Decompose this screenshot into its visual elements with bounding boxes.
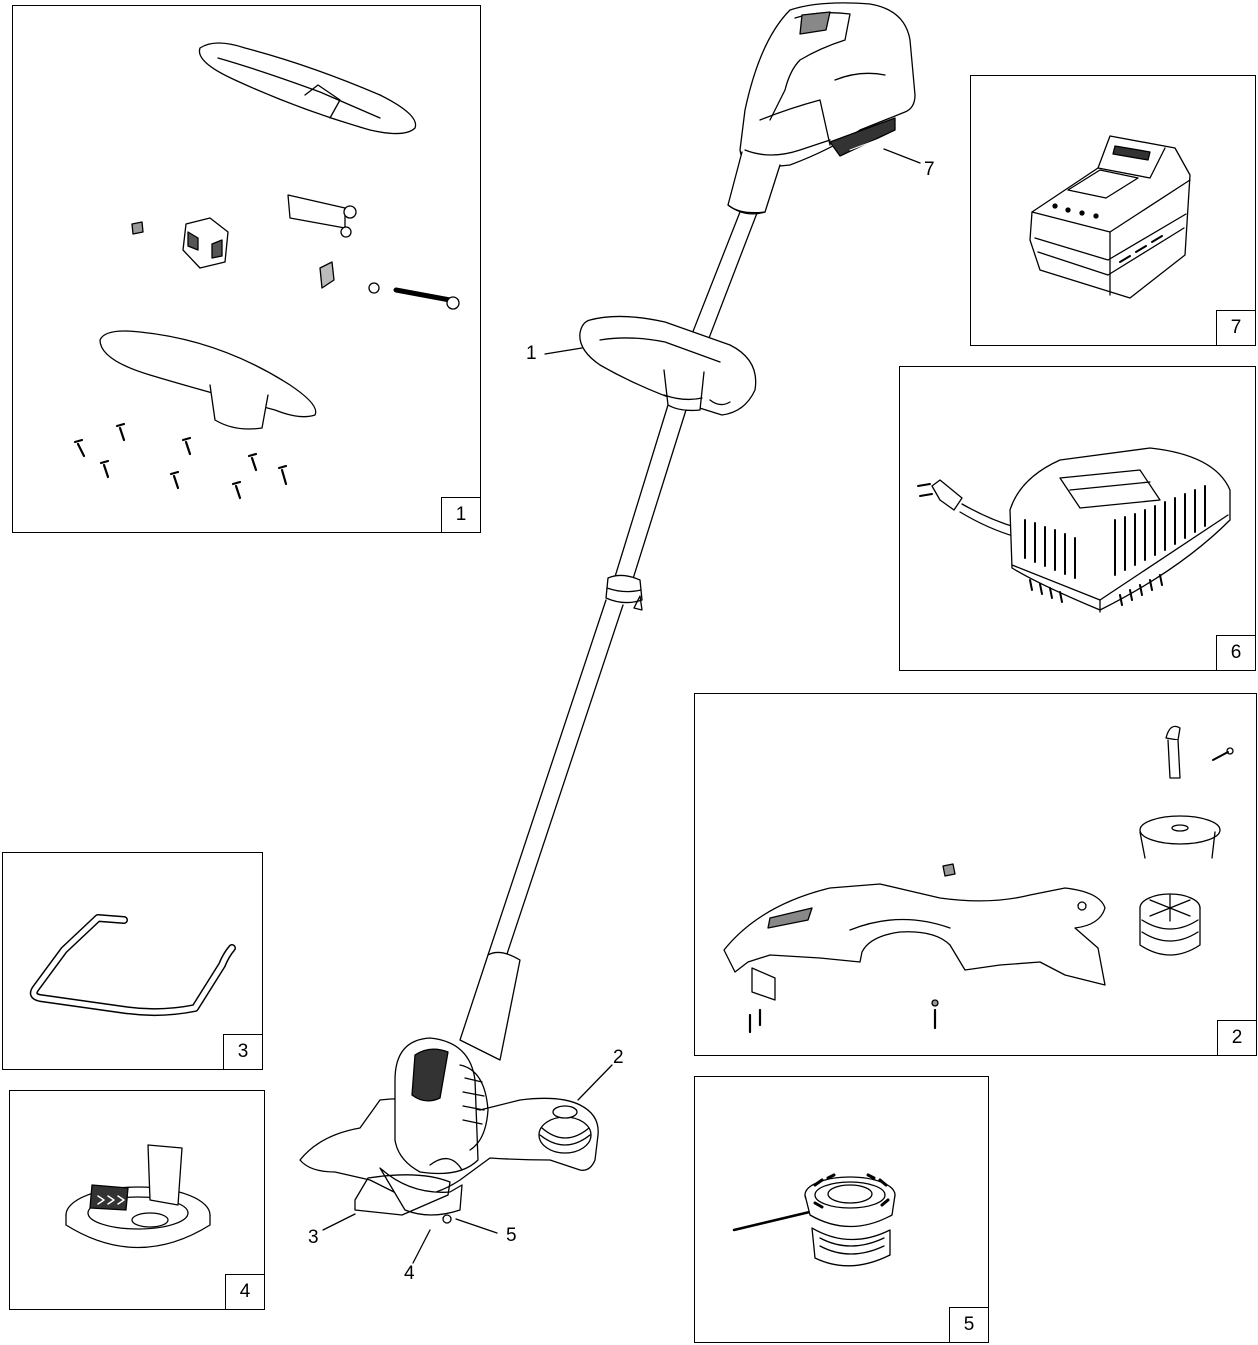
callout-3-edge-guide: 3 <box>308 1227 319 1248</box>
panel-3-number: 3 <box>223 1034 263 1070</box>
panel-1-number: 1 <box>441 497 481 533</box>
panel-2-number: 2 <box>1217 1020 1257 1056</box>
panel-5-spool: 5 <box>694 1076 989 1343</box>
panel-7-battery: 7 <box>970 75 1256 346</box>
panel-4-spool-cover-illustration <box>65 1144 211 1249</box>
panel-2-guard: 2 <box>694 693 1257 1056</box>
panel-3-edge-guide: 3 <box>2 852 263 1070</box>
panel-2-guard-illustration <box>723 725 1234 1034</box>
panel-5-number: 5 <box>949 1307 989 1343</box>
panel-4-number: 4 <box>225 1274 265 1310</box>
panel-4-spool-cover: 4 <box>9 1090 265 1310</box>
callout-2-guard: 2 <box>613 1047 624 1068</box>
callout-1-front-handle: 1 <box>526 343 537 364</box>
panel-6-charger-illustration <box>917 447 1231 613</box>
callout-4-spool-cover: 4 <box>404 1263 415 1284</box>
panel-1-handle-parts: 1 <box>12 5 481 533</box>
callout-5-spool: 5 <box>506 1225 517 1246</box>
panel-6-charger: 6 <box>899 366 1256 671</box>
string-trimmer-illustration <box>299 2 916 1224</box>
panel-7-number: 7 <box>1216 310 1256 346</box>
panel-1-handle-parts-illustration <box>73 42 460 500</box>
panel-5-spool-illustration <box>732 1173 896 1267</box>
callout-7-battery: 7 <box>924 159 935 180</box>
panel-3-edge-guide-illustration <box>29 914 236 1017</box>
panel-7-battery-illustration <box>1029 135 1191 299</box>
callout-leaders <box>322 148 921 1264</box>
panel-6-number: 6 <box>1216 635 1256 671</box>
